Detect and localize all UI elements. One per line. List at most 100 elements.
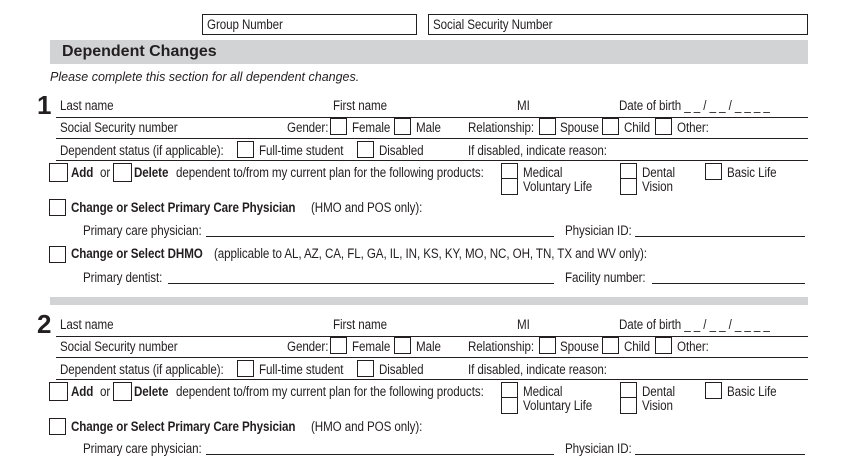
first-name-label: First name	[333, 98, 387, 113]
physician-id-label: Physician ID:	[565, 223, 632, 238]
dependent-number-2: 2	[37, 309, 52, 339]
physician-id-label: Physician ID:	[565, 441, 632, 456]
or-label: or	[100, 165, 111, 180]
male-label: Male	[416, 120, 441, 135]
dob-label: Date of birth _ _ / _ _ / _ _ _ _	[619, 317, 770, 332]
relationship-label: Relationship:	[468, 339, 535, 354]
add-checkbox[interactable]	[49, 382, 68, 401]
mi-label: MI	[517, 317, 530, 332]
last-name-label: Last name	[60, 98, 114, 113]
fulltime-student-checkbox[interactable]	[237, 360, 254, 377]
delete-label: Delete	[134, 165, 169, 180]
status-row-line	[56, 160, 808, 161]
dependent-plan-text: dependent to/from my current plan for th…	[176, 165, 484, 180]
if-disabled-label: If disabled, indicate reason:	[468, 143, 607, 158]
fulltime-student-label: Full-time student	[259, 143, 344, 158]
physician-id-line[interactable]	[635, 454, 805, 455]
facility-number-line[interactable]	[652, 283, 805, 284]
name-row-line	[56, 336, 808, 337]
primary-care-physician-label: Primary care physician:	[83, 223, 202, 238]
male-checkbox[interactable]	[394, 337, 411, 354]
other-checkbox[interactable]	[655, 118, 672, 135]
female-checkbox[interactable]	[330, 118, 347, 135]
primary-dentist-line[interactable]	[168, 283, 554, 284]
ssn-row-label: Social Security number	[60, 120, 178, 135]
primary-care-physician-line[interactable]	[206, 454, 554, 455]
disabled-checkbox[interactable]	[357, 141, 374, 158]
if-disabled-label: If disabled, indicate reason:	[468, 362, 607, 377]
first-name-label: First name	[333, 317, 387, 332]
change-pcp-checkbox[interactable]	[49, 199, 66, 216]
male-checkbox[interactable]	[394, 118, 411, 135]
section-header-band	[50, 40, 808, 64]
vision-label: Vision	[642, 179, 673, 194]
medical-label: Medical	[523, 384, 563, 399]
physician-id-line[interactable]	[635, 236, 805, 237]
status-row-line	[56, 379, 808, 380]
male-label: Male	[416, 339, 441, 354]
female-checkbox[interactable]	[330, 337, 347, 354]
vision-label: Vision	[642, 398, 673, 413]
last-name-label: Last name	[60, 317, 114, 332]
delete-label: Delete	[134, 384, 169, 399]
child-checkbox[interactable]	[602, 118, 619, 135]
change-dhmo-note: (applicable to AL, AZ, CA, FL, GA, IL, I…	[214, 246, 647, 261]
primary-dentist-label: Primary dentist:	[83, 270, 163, 285]
spouse-label: Spouse	[560, 120, 599, 135]
spouse-label: Spouse	[560, 339, 599, 354]
basic-life-checkbox[interactable]	[705, 382, 722, 399]
child-checkbox[interactable]	[602, 337, 619, 354]
name-row-line	[56, 117, 808, 118]
group-number-label: Group Number	[207, 17, 283, 32]
group-number-field[interactable]	[202, 14, 417, 35]
change-dhmo-checkbox[interactable]	[49, 246, 66, 263]
spouse-checkbox[interactable]	[539, 337, 556, 354]
gender-label: Gender:	[287, 120, 329, 135]
child-label: Child	[624, 339, 651, 354]
delete-checkbox[interactable]	[113, 163, 132, 182]
dependent-number-1: 1	[37, 90, 52, 120]
female-label: Female	[352, 120, 391, 135]
dependent-status-label: Dependent status (if applicable):	[60, 143, 224, 158]
basic-life-label: Basic Life	[727, 165, 777, 180]
ssn-row-line	[56, 357, 808, 358]
add-label: Add	[71, 165, 94, 180]
fulltime-student-checkbox[interactable]	[237, 141, 254, 158]
basic-life-checkbox[interactable]	[705, 163, 722, 180]
add-checkbox[interactable]	[49, 163, 68, 182]
vision-checkbox[interactable]	[620, 178, 637, 195]
disabled-label: Disabled	[379, 362, 424, 377]
ssn-label: Social Security Number	[433, 17, 553, 32]
primary-care-physician-label: Primary care physician:	[83, 441, 202, 456]
change-dhmo-label: Change or Select DHMO	[71, 246, 203, 261]
change-pcp-note: (HMO and POS only):	[311, 200, 423, 215]
other-label: Other:	[677, 339, 709, 354]
disabled-checkbox[interactable]	[357, 360, 374, 377]
relationship-label: Relationship:	[468, 120, 535, 135]
child-label: Child	[624, 120, 651, 135]
voluntary-life-checkbox[interactable]	[501, 178, 518, 195]
gender-label: Gender:	[287, 339, 329, 354]
fulltime-student-label: Full-time student	[259, 362, 344, 377]
voluntary-life-checkbox[interactable]	[501, 397, 518, 414]
disabled-label: Disabled	[379, 143, 424, 158]
other-checkbox[interactable]	[655, 337, 672, 354]
change-pcp-note: (HMO and POS only):	[311, 419, 423, 434]
voluntary-life-label: Voluntary Life	[523, 179, 593, 194]
ssn-row-label: Social Security number	[60, 339, 178, 354]
dental-label: Dental	[642, 165, 676, 180]
section-divider-band	[50, 297, 808, 305]
spouse-checkbox[interactable]	[539, 118, 556, 135]
vision-checkbox[interactable]	[620, 397, 637, 414]
change-pcp-label: Change or Select Primary Care Physician	[71, 419, 296, 434]
other-label: Other:	[677, 120, 709, 135]
ssn-field[interactable]	[428, 14, 808, 35]
dependent-status-label: Dependent status (if applicable):	[60, 362, 224, 377]
basic-life-label: Basic Life	[727, 384, 777, 399]
delete-checkbox[interactable]	[113, 382, 132, 401]
primary-care-physician-line[interactable]	[206, 236, 554, 237]
change-pcp-checkbox[interactable]	[49, 418, 66, 435]
section-instruction: Please complete this section for all dep…	[50, 70, 360, 84]
voluntary-life-label: Voluntary Life	[523, 398, 593, 413]
ssn-row-line	[56, 138, 808, 139]
